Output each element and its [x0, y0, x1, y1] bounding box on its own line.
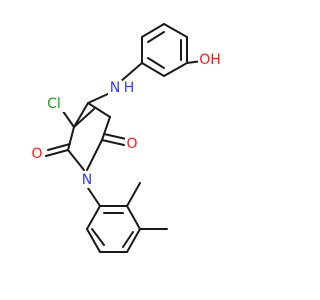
- atom-labels: Cl N H OH N O O: [30, 52, 221, 188]
- molecule-canvas: Cl N H OH N O O: [30, 23, 221, 253]
- bond: [101, 139, 125, 146]
- bond: [45, 149, 69, 157]
- right-carbonyl-oxygen-atom: O: [126, 136, 137, 152]
- amine-hydrogen-atom: H: [124, 80, 135, 96]
- bond: [163, 62, 188, 77]
- bond: [163, 23, 188, 38]
- bond: [101, 116, 111, 141]
- bond: [103, 133, 127, 140]
- bond: [126, 205, 141, 230]
- amine-nitrogen-atom: N: [110, 80, 120, 96]
- bond: [87, 187, 101, 207]
- ring-nitrogen-atom: N: [82, 172, 92, 188]
- bond: [91, 228, 105, 246]
- bond: [67, 126, 75, 151]
- bond: [119, 62, 143, 83]
- bonds: [45, 23, 203, 253]
- bond: [86, 139, 103, 171]
- bond: [47, 143, 71, 151]
- bond: [73, 102, 89, 128]
- left-carbonyl-oxygen-atom: O: [31, 146, 42, 162]
- chlorine-atom: Cl: [47, 96, 61, 112]
- bond: [87, 92, 111, 104]
- bond: [141, 62, 165, 77]
- structure-diagram: Cl N H OH N O O: [30, 23, 221, 253]
- bond: [67, 149, 85, 171]
- hydroxyl-group: OH: [199, 52, 221, 68]
- bond: [126, 228, 141, 253]
- bond: [73, 108, 95, 128]
- bond: [122, 231, 134, 248]
- bond: [147, 57, 165, 69]
- bond: [86, 205, 101, 230]
- bond: [87, 102, 111, 118]
- bond: [147, 31, 165, 43]
- bond: [126, 182, 141, 207]
- bond: [86, 228, 101, 253]
- bond: [141, 23, 165, 38]
